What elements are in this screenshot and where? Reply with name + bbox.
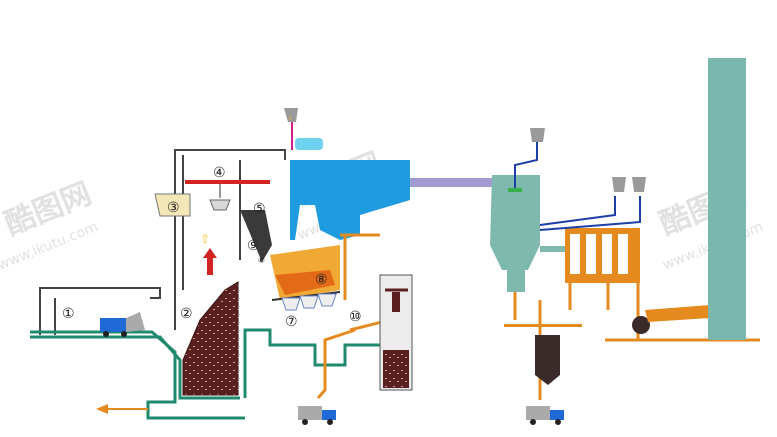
crane-control-box (154, 193, 191, 217)
ash-hoppers (281, 293, 337, 311)
conveyor-belt (504, 324, 582, 327)
up-arrow-icon (203, 248, 217, 275)
grab-crane (185, 180, 270, 211)
boiler: ↓ (284, 108, 410, 240)
feed-hopper (240, 210, 272, 262)
foundation (30, 328, 380, 420)
label-small-6: ⑥ (258, 256, 265, 265)
ash-container (535, 335, 560, 385)
svg-text:↓: ↓ (288, 113, 292, 122)
label-crane-control: ③ (167, 200, 180, 216)
label-ash-conveyor: ⑩ (349, 309, 362, 325)
garbage-pile (182, 281, 239, 396)
label-ash-extractor: ⑦ (285, 314, 298, 330)
reception-hall (39, 149, 286, 335)
label-feed-hopper: ⑤ (253, 201, 266, 217)
truck-unloading (100, 312, 145, 337)
flue-duct (410, 178, 500, 187)
truck-ash-right (526, 406, 564, 425)
bag-filter (539, 177, 646, 283)
label-grate: ⑧ (315, 272, 328, 288)
ash-silo (379, 274, 413, 391)
truck-ash-left (298, 406, 336, 425)
label-grab-crane: ④ (213, 165, 226, 181)
label-storage-pit: ② (180, 306, 193, 322)
label-feeder: ⑨ (247, 238, 260, 254)
fan (632, 305, 710, 334)
label-truck-area: ① (62, 306, 75, 322)
furnace (270, 245, 341, 301)
leachate-arrow-icon (96, 404, 148, 414)
chimney (708, 58, 746, 340)
cyclone (490, 128, 545, 292)
watermark-left: 酷图网 www.ikutu.com (0, 176, 100, 273)
small-marker: ⇧ (200, 232, 210, 246)
